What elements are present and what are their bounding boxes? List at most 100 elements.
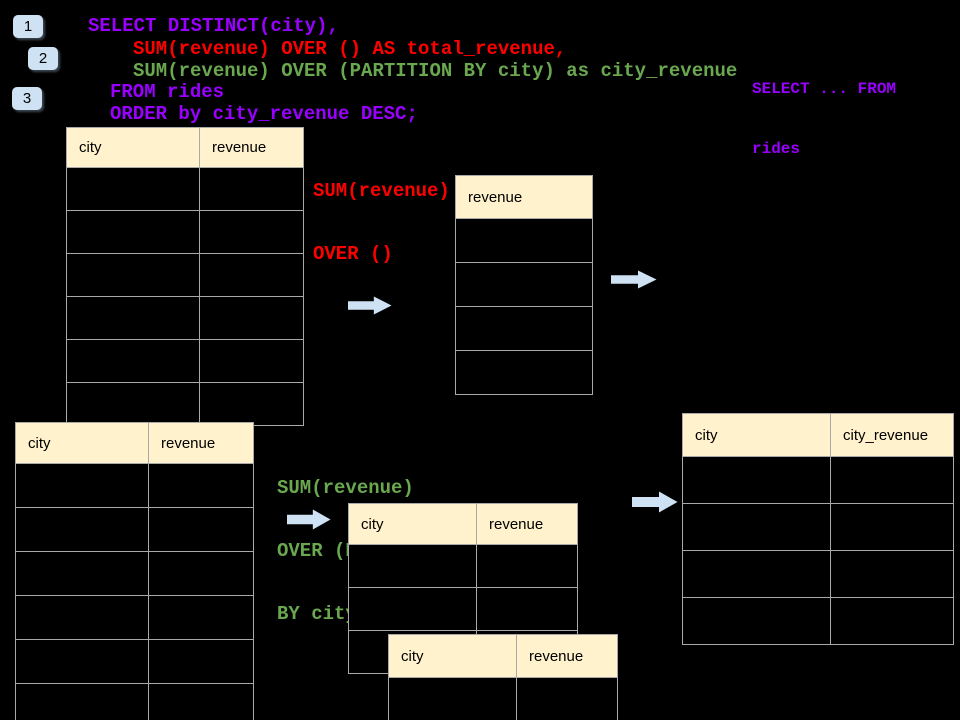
table-cell [199,339,304,383]
table-row [682,503,954,551]
table-cell [148,683,254,720]
table-cell [682,503,831,551]
column-header-city_revenue: city_revenue [830,413,954,457]
select-from-rides-note: SELECT ... FROM rides [752,39,896,199]
table-cell [455,306,593,351]
table-cell [66,382,200,426]
table-cell [682,550,831,598]
table-cell [66,339,200,383]
table-header-row: revenue [455,175,593,219]
table-cell [682,597,831,645]
flow-arrow-icon [611,270,657,289]
table-cell [15,551,149,596]
table-row [66,253,304,297]
table-row [66,339,304,383]
table-cell [348,544,477,588]
table-row [455,218,593,263]
table-cell [516,677,618,720]
table-cell [348,587,477,631]
column-header-revenue: revenue [455,175,593,219]
table-cell [830,456,954,504]
table-cell [476,544,578,588]
table-cell [455,218,593,263]
table-row [15,595,254,640]
table-cell [148,595,254,640]
table-row [66,382,304,426]
column-header-city: city [66,127,200,168]
table-row [348,544,578,588]
table-row [66,210,304,254]
table-cell [682,456,831,504]
side-note-line: rides [752,140,801,158]
table-cell [66,210,200,254]
table-cell [15,639,149,684]
table-row [455,350,593,395]
table-cell [15,683,149,720]
side-note-line: SELECT ... FROM [752,80,897,98]
table-cell [15,463,149,508]
table-cell [148,463,254,508]
table-cell [15,507,149,552]
column-header-revenue: revenue [199,127,304,168]
flow-arrow-icon [348,296,392,315]
flow-arrow-icon [287,509,331,530]
column-header-revenue: revenue [476,503,578,545]
table-cell [66,296,200,340]
table-row [66,296,304,340]
table-cell [199,296,304,340]
flow-arrow-icon [632,491,678,513]
table-cell [199,253,304,297]
table-cell [199,382,304,426]
column-header-city: city [15,422,149,464]
table-grid: revenue [455,175,593,395]
table-cell [148,507,254,552]
table-row [455,306,593,351]
table-row [455,262,593,307]
table-row [682,456,954,504]
table-row [15,507,254,552]
table-cell [199,167,304,211]
table-cell [388,677,517,720]
table-cell [455,262,593,307]
sql-line-city-revenue: SUM(revenue) OVER (PARTITION BY city) as… [133,60,738,82]
table-cell [476,587,578,631]
sql-line-total-revenue: SUM(revenue) OVER () AS total_revenue, [133,38,567,60]
table-row [682,550,954,598]
table-cell [830,503,954,551]
column-header-revenue: revenue [516,634,618,678]
table-cell [15,595,149,640]
table-row [348,587,578,631]
label-line: SUM(revenue) [277,477,414,499]
table-row [15,683,254,720]
label-line: SUM(revenue) [313,180,450,202]
table-row [15,639,254,684]
column-header-revenue: revenue [148,422,254,464]
table-cell [199,210,304,254]
table-cell [148,639,254,684]
table-cell [66,253,200,297]
total-revenue-table: revenue [455,175,593,395]
label-line: OVER () [313,243,393,265]
column-header-city: city [682,413,831,457]
step-badge-2: 2 [28,47,58,70]
table-row [66,167,304,211]
table-cell [455,350,593,395]
table-cell [830,550,954,598]
sql-line-select: SELECT DISTINCT(city), [88,15,339,37]
table-row [15,551,254,596]
table-row [15,463,254,508]
